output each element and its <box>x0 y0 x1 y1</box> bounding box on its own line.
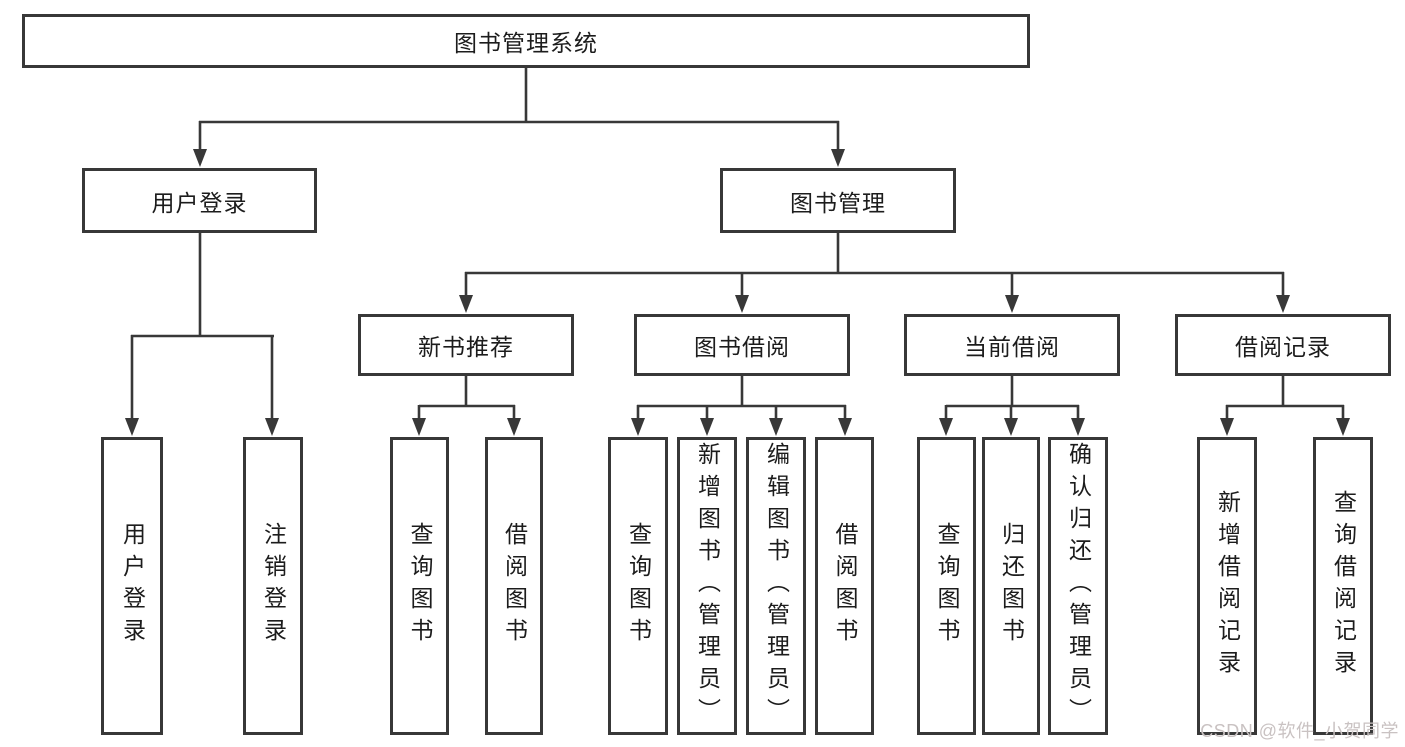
node-user-login-label: 用户登录 <box>151 189 248 216</box>
leaf-bb-add-books-admin: 新增图书（管理员） <box>677 437 737 735</box>
node-book-borrowing-label: 图书借阅 <box>694 334 790 360</box>
node-new-book-recommendation: 新书推荐 <box>358 314 574 376</box>
leaf-nbr-borrow-books-label: 借阅图书 <box>501 522 528 650</box>
leaf-user-login: 用户登录 <box>101 437 163 735</box>
leaf-cb-confirm-return-admin-label: 确认归还（管理员） <box>1065 442 1092 730</box>
leaf-nbr-query-books: 查询图书 <box>390 437 449 735</box>
leaf-nbr-query-books-label: 查询图书 <box>407 522 433 650</box>
node-library-management-system-label: 图书管理系统 <box>454 30 598 56</box>
csdn-watermark: CSDN @软件_小贺同学 <box>1200 721 1399 741</box>
leaf-logout-label: 注销登录 <box>260 522 287 650</box>
leaf-nbr-borrow-books: 借阅图书 <box>485 437 543 735</box>
leaf-br-add-borrow-record-label: 新增借阅记录 <box>1214 490 1241 682</box>
leaf-bb-borrow-books: 借阅图书 <box>815 437 874 735</box>
leaf-bb-query-books: 查询图书 <box>608 437 668 735</box>
node-borrowing-records: 借阅记录 <box>1175 314 1391 376</box>
node-new-book-recommendation-label: 新书推荐 <box>418 334 514 360</box>
leaf-cb-return-books-label: 归还图书 <box>998 522 1025 650</box>
leaf-user-login-label: 用户登录 <box>119 522 146 650</box>
node-current-borrowing: 当前借阅 <box>904 314 1120 376</box>
leaf-bb-borrow-books-label: 借阅图书 <box>832 522 858 650</box>
leaf-br-query-borrow-record: 查询借阅记录 <box>1313 437 1373 735</box>
leaf-bb-edit-books-admin: 编辑图书（管理员） <box>746 437 806 735</box>
node-book-management: 图书管理 <box>720 168 956 233</box>
node-borrowing-records-label: 借阅记录 <box>1235 334 1331 360</box>
leaf-cb-confirm-return-admin: 确认归还（管理员） <box>1048 437 1108 735</box>
leaf-bb-query-books-label: 查询图书 <box>625 522 652 650</box>
leaf-br-query-borrow-record-label: 查询借阅记录 <box>1330 490 1357 682</box>
leaf-logout: 注销登录 <box>243 437 303 735</box>
node-library-management-system: 图书管理系统 <box>22 14 1030 68</box>
leaf-bb-add-books-admin-label: 新增图书（管理员） <box>694 442 721 730</box>
node-book-management-label: 图书管理 <box>790 189 886 216</box>
leaf-cb-query-books-label: 查询图书 <box>934 522 960 650</box>
node-book-borrowing: 图书借阅 <box>634 314 850 376</box>
leaf-cb-query-books: 查询图书 <box>917 437 976 735</box>
node-current-borrowing-label: 当前借阅 <box>964 334 1060 360</box>
leaf-bb-edit-books-admin-label: 编辑图书（管理员） <box>763 442 790 730</box>
leaf-cb-return-books: 归还图书 <box>982 437 1040 735</box>
node-user-login: 用户登录 <box>82 168 317 233</box>
leaf-br-add-borrow-record: 新增借阅记录 <box>1197 437 1257 735</box>
